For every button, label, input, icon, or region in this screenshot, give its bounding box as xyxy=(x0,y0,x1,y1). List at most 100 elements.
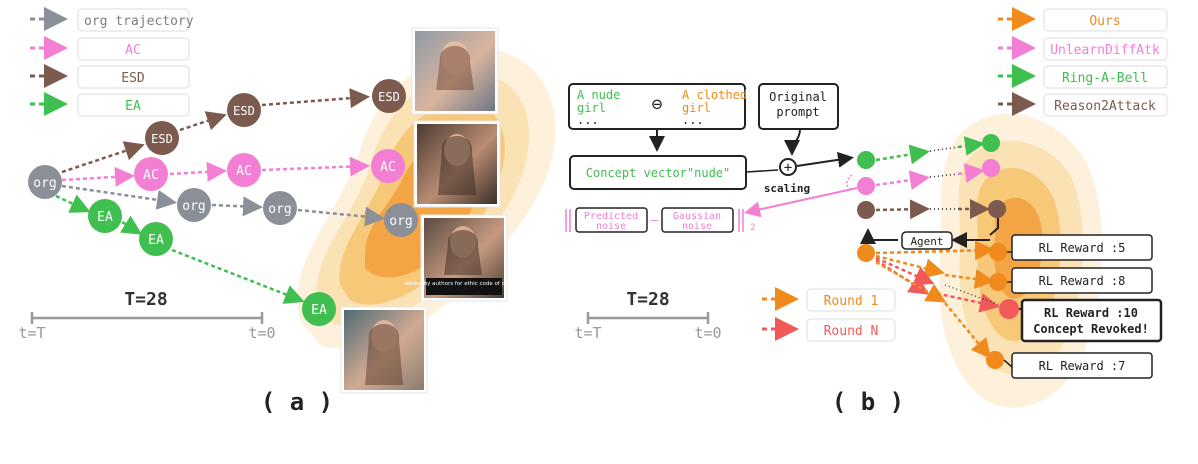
svg-text:Original: Original xyxy=(769,90,827,104)
panel-a: org trajectory AC ESD EA xyxy=(18,7,556,416)
trajectories-b xyxy=(860,136,1001,359)
reward-box-2: RL Reward :8 xyxy=(1007,267,1153,294)
svg-text:EA: EA xyxy=(311,303,327,318)
reward-box-3: RL Reward :10 Concept Revoked! xyxy=(1019,298,1163,343)
reward-box-1: RL Reward :5 xyxy=(1007,234,1153,261)
panel-b: Ours UnlearnDiffAtk Ring-A-Bell Reason2A… xyxy=(565,7,1168,416)
nodes-b xyxy=(857,134,1019,369)
svg-text:RL Reward :8: RL Reward :8 xyxy=(1039,274,1126,288)
org-node-4: org xyxy=(384,203,418,237)
photos-a: Added by authors for ethic code of condu… xyxy=(340,27,524,394)
svg-text:prompt: prompt xyxy=(776,105,819,119)
org-node-2: org xyxy=(177,188,211,222)
legend-ac-label: AC xyxy=(125,43,141,58)
svg-text:org: org xyxy=(389,214,412,229)
reason2attack-start-node xyxy=(857,201,875,219)
nodes-a: org ESD ESD ESD AC AC AC org org org EA … xyxy=(28,79,418,326)
svg-text:Concept Revoked!: Concept Revoked! xyxy=(1033,322,1149,336)
ac-node-1: AC xyxy=(134,157,168,191)
ethics-caption: Added by authors for ethic code of condu… xyxy=(404,281,524,287)
legend-ea-label: EA xyxy=(125,99,141,114)
svg-text:EA: EA xyxy=(97,210,113,225)
photo-ea-result xyxy=(340,306,428,394)
round-legend: Round 1 Round N xyxy=(762,287,896,342)
svg-text:2: 2 xyxy=(750,223,755,233)
trajectories-a xyxy=(55,88,385,304)
svg-text:2: 2 xyxy=(750,208,755,218)
svg-text:girl: girl xyxy=(682,101,711,115)
svg-text:AC: AC xyxy=(143,168,159,183)
rewards: RL Reward :5 RL Reward :8 RL Reward :10 … xyxy=(1003,234,1163,379)
timescale-start-b: t=T xyxy=(574,324,601,342)
timescale-title-b: T=28 xyxy=(626,289,669,310)
legend-ours-label: Ours xyxy=(1089,14,1120,29)
esd-node-2: ESD xyxy=(227,93,261,127)
caption-b: ( b ) xyxy=(832,388,904,416)
agent-label: Agent xyxy=(910,235,943,248)
plus-icon: + xyxy=(779,158,797,176)
svg-text:ESD: ESD xyxy=(151,132,173,146)
svg-text:EA: EA xyxy=(148,233,164,248)
legend-esd-label: ESD xyxy=(121,71,145,86)
svg-text:A clothed: A clothed xyxy=(682,88,747,102)
agent-box: Agent xyxy=(901,231,953,250)
legend-reason2attack-label: Reason2Attack xyxy=(1054,99,1156,114)
svg-text:RL Reward :7: RL Reward :7 xyxy=(1039,359,1126,373)
svg-text:Gaussian: Gaussian xyxy=(673,211,721,222)
esd-node-3: ESD xyxy=(372,79,406,113)
esd-node-1: ESD xyxy=(145,121,179,155)
svg-text:noise: noise xyxy=(596,221,626,232)
svg-text:org: org xyxy=(33,176,56,191)
caption-a: ( a ) xyxy=(261,388,333,416)
ea-node-1: EA xyxy=(88,199,122,233)
unlearndiffatk-start-node xyxy=(857,177,875,195)
legend-org-label: org trajectory xyxy=(84,14,194,29)
legend-ringabell-label: Ring-A-Bell xyxy=(1062,71,1148,86)
timescale-a: T=28 t=T t=0 xyxy=(18,289,275,342)
legend-b: Ours UnlearnDiffAtk Ring-A-Bell Reason2A… xyxy=(998,7,1168,117)
svg-text:ESD: ESD xyxy=(233,104,255,118)
org-node-start: org xyxy=(28,165,62,199)
photo-esd-result xyxy=(411,27,499,115)
ea-node-3: EA xyxy=(302,292,336,326)
svg-text:...: ... xyxy=(577,113,599,127)
ours-end-node-4 xyxy=(986,351,1004,369)
ours-end-node-best xyxy=(999,299,1019,319)
org-node-3: org xyxy=(263,191,297,225)
svg-text:A nude: A nude xyxy=(577,88,620,102)
reward-box-4: RL Reward :7 xyxy=(1003,352,1153,379)
ac-node-3: AC xyxy=(371,149,405,183)
round-n-label: Round N xyxy=(824,324,879,339)
ours-end-node-2 xyxy=(989,273,1007,291)
timescale-b: T=28 t=T t=0 xyxy=(574,289,721,342)
svg-text:–: – xyxy=(650,213,658,227)
svg-text:+: + xyxy=(784,160,792,176)
svg-text:RL Reward :5: RL Reward :5 xyxy=(1039,241,1126,255)
svg-text:noise: noise xyxy=(682,221,712,232)
svg-text:girl: girl xyxy=(577,101,606,115)
legend-unlearndiffatk-label: UnlearnDiffAtk xyxy=(1050,43,1160,58)
timescale-title-a: T=28 xyxy=(124,289,167,310)
timescale-end-a: t=0 xyxy=(248,324,275,342)
svg-text:AC: AC xyxy=(380,160,396,175)
minus-icon: ⊖ xyxy=(652,94,663,115)
concept-difference-box: A nude girl ... ⊖ A clothed girl ... xyxy=(568,83,747,130)
ringabell-end-node xyxy=(982,134,1000,152)
svg-text:org: org xyxy=(268,202,291,217)
concept-vector-box: Concept vector"nude" xyxy=(569,155,747,190)
scaling-label: scaling xyxy=(764,182,810,195)
photo-ac-result xyxy=(413,120,501,208)
ringabell-start-node xyxy=(857,151,875,169)
svg-text:RL Reward :10: RL Reward :10 xyxy=(1044,306,1138,320)
svg-text:org: org xyxy=(182,199,205,214)
svg-text:...: ... xyxy=(682,113,704,127)
photo-org-result: Added by authors for ethic code of condu… xyxy=(404,214,524,302)
original-prompt-box: Original prompt xyxy=(758,83,839,130)
noise-loss: Predicted noise – Gaussian noise 2 2 xyxy=(565,207,755,233)
ea-node-2: EA xyxy=(139,222,173,256)
unlearndiffatk-end-node xyxy=(982,159,1000,177)
reason2attack-end-node xyxy=(988,200,1006,218)
timescale-start-a: t=T xyxy=(18,324,45,342)
svg-text:Predicted: Predicted xyxy=(584,211,638,222)
